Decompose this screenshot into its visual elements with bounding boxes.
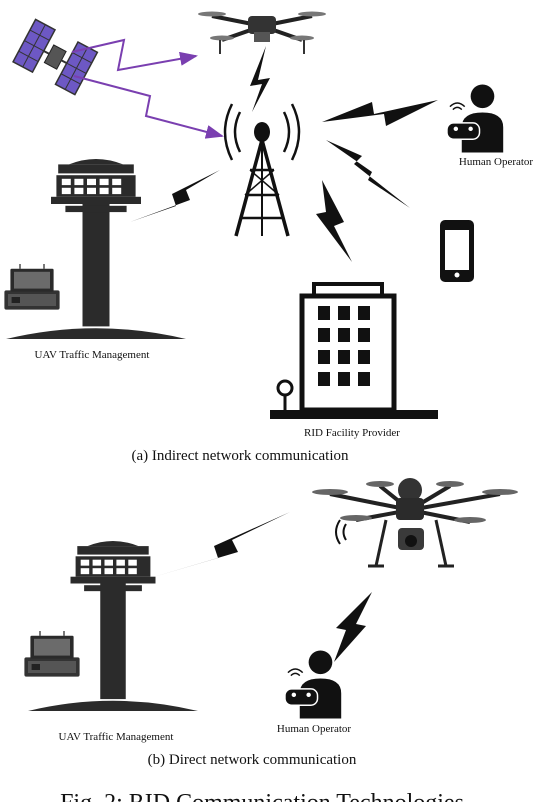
building-window [338,372,350,386]
panel-a: Human Operator UAV Traffic Management RI… [3,11,534,464]
building-window [318,328,330,342]
satellite-icon [12,18,99,96]
lightning-bolt-operator [322,100,438,126]
building-windows [318,306,370,386]
panel-b-caption: (b) Direct network communication [148,752,357,768]
human-operator-icon [446,83,505,154]
building-window [338,306,350,320]
lightning-bolt-drone-utm [150,512,290,578]
lightning-bolt-drone-operator [334,592,372,662]
lightning-bolt-drone-tower [250,46,270,112]
building-window [318,372,330,386]
building-window [358,306,370,320]
building-window [358,328,370,342]
control-tower-icon [6,159,186,339]
building-window [358,372,370,386]
uav-traffic-management-label-b: UAV Traffic Management [59,731,174,743]
lightning-bolt-building [316,180,352,262]
human-operator-label-b: Human Operator [277,723,352,735]
building-window [318,350,330,364]
building-window [338,350,350,364]
ground-control-case-icon [3,263,61,311]
control-tower-icon-b [28,541,198,711]
building-icon [270,282,438,419]
panel-b: UAV Traffic Management Human Operator (b… [23,478,518,768]
lightning-bolt-utm [130,170,220,222]
lightning-bolt-phone [326,140,410,208]
figure-caption: Fig. 2: RID Communication Technologies [60,790,464,802]
panel-a-caption: (a) Indirect network communication [131,448,349,464]
building-window [358,350,370,364]
cell-tower-icon [223,103,301,237]
drone-icon [198,11,326,54]
human-operator-label: Human Operator [459,156,534,168]
uav-traffic-management-label: UAV Traffic Management [35,349,150,361]
human-operator-icon-b [284,649,343,720]
hexacopter-drone-icon [312,478,518,568]
smartphone-icon [440,220,474,282]
rid-facility-provider-label: RID Facility Provider [304,427,400,439]
building-window [318,306,330,320]
satellite-to-drone-arrow [71,38,198,72]
building-window [338,328,350,342]
satellite-to-tower-arrow [73,75,224,139]
ground-control-case-icon-b [23,630,81,678]
